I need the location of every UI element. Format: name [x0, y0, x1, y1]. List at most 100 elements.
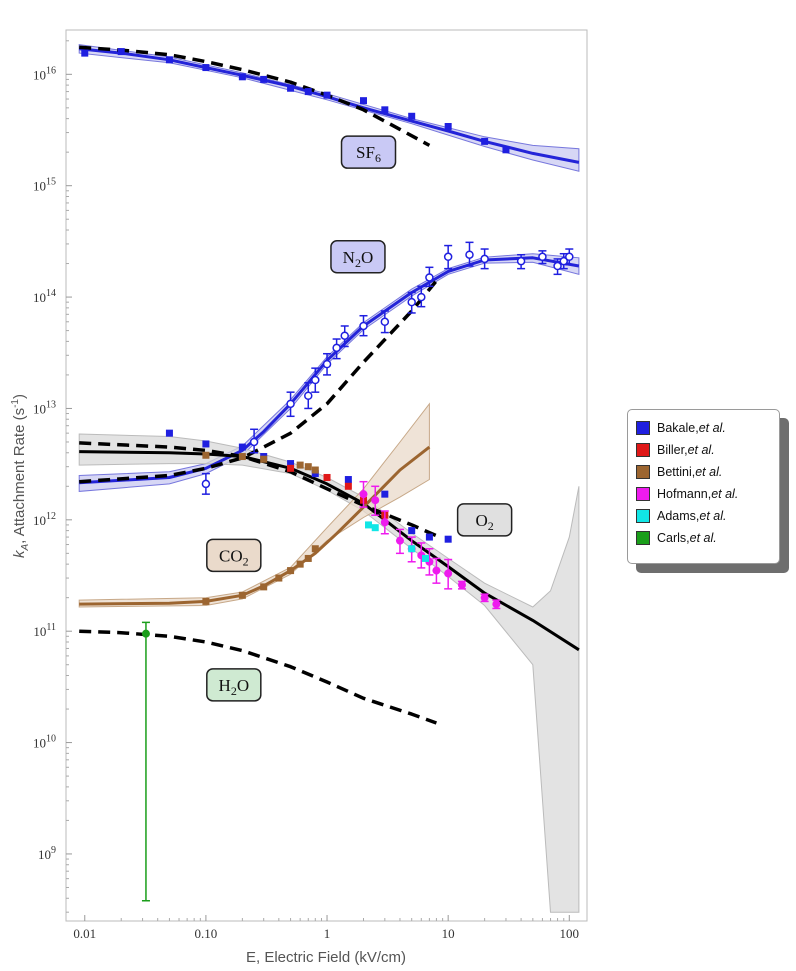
callout-sf6: SF6 [340, 135, 397, 169]
bakale-point [202, 64, 210, 72]
y-tick-label: 1010 [33, 734, 56, 751]
bakale-point [481, 137, 489, 145]
legend-swatch [636, 465, 650, 479]
legend-label: Adams, [657, 509, 700, 523]
open-circle-point [286, 399, 295, 409]
bettini-point [202, 451, 210, 459]
callout-box [340, 135, 397, 169]
callout-subscript: 2 [243, 554, 249, 568]
sf6-band [78, 44, 580, 172]
callout-label: SF6 [356, 143, 381, 165]
hofmann-point [480, 593, 489, 602]
y-tick-exponent: 14 [46, 288, 56, 299]
bakale-point [304, 88, 312, 96]
bakale-point [381, 490, 389, 498]
legend-item-carls: Carls, et al. [636, 527, 771, 549]
open-circle-point [249, 437, 259, 447]
callout-label: O2 [475, 511, 493, 533]
hofmann-point [371, 496, 380, 505]
callout-box [456, 503, 513, 537]
callout-label: CO2 [219, 546, 249, 568]
hofmann-point [492, 600, 501, 609]
adams-point [365, 521, 373, 529]
legend-suffix: et al. [711, 487, 739, 501]
y-tick-base: 10 [33, 67, 46, 82]
adams-point [371, 524, 379, 532]
open-circle-point [443, 252, 453, 262]
legend-swatch [636, 421, 650, 435]
callout-base: SF [356, 143, 375, 162]
bakale-point [238, 443, 246, 451]
bettini-point [311, 466, 319, 474]
bettini-point [260, 583, 268, 591]
bakale-point [444, 123, 452, 131]
x-tick-label: 1 [324, 926, 331, 941]
open-circle-point [559, 256, 569, 266]
y-tick-label: 1011 [33, 622, 56, 639]
callout-box [206, 668, 262, 702]
bakale-point [344, 476, 352, 484]
bettini-point [311, 545, 319, 553]
open-circle-point [380, 317, 390, 327]
bettini-point [238, 453, 246, 461]
legend-label: Bettini, [657, 465, 696, 479]
y-tick-base: 10 [33, 736, 46, 751]
bettini-point [202, 597, 210, 605]
y-axis-title-k: k [11, 549, 28, 558]
callout-label: H2O [219, 676, 250, 698]
y-tick-exponent: 16 [46, 65, 56, 76]
y-tick-base: 10 [33, 179, 46, 194]
callout-o2: O2 [456, 503, 513, 537]
legend-item-bakale: Bakale, et al. [636, 417, 771, 439]
callout-base: O [475, 511, 487, 530]
callout-box [330, 240, 386, 274]
x-tick-label: 100 [560, 926, 580, 941]
hofmann-point [457, 580, 466, 589]
sf6-fit-curve [79, 47, 580, 164]
o2-fit-curve [79, 450, 580, 652]
y-axis-title-sup: -1 [10, 399, 21, 408]
x-axis-title: E, Electric Field (kV/cm) [246, 949, 406, 966]
y-tick-base: 10 [33, 290, 46, 305]
callout-n2o: N2O [330, 240, 386, 274]
open-circle-point [359, 321, 368, 331]
legend-swatch [636, 509, 650, 523]
bettini-point [296, 560, 304, 568]
callout-co2: CO2 [206, 538, 262, 573]
plot-frame [65, 29, 588, 922]
bakale-point [323, 91, 331, 99]
co2-band [78, 402, 430, 608]
bakale-point [502, 146, 510, 154]
callout-subscript: 6 [375, 151, 381, 165]
legend-suffix: et al. [687, 443, 715, 457]
y-tick-base: 10 [33, 513, 46, 528]
legend-suffix: et al. [699, 509, 727, 523]
open-circle-point [417, 292, 426, 302]
hofmann-point [380, 518, 389, 527]
bakale-point [425, 533, 433, 541]
legend-swatch [636, 487, 650, 501]
y-tick-label: 109 [38, 845, 56, 862]
legend-item-adams: Adams, et al. [636, 505, 771, 527]
legend: Bakale, et al.Biller, et al.Bettini, et … [627, 409, 780, 564]
y-tick-base: 10 [33, 401, 46, 416]
bettini-point [287, 567, 295, 575]
bettini-point [260, 455, 268, 463]
bakale-point [202, 440, 210, 448]
open-circle-point [538, 252, 547, 262]
open-circle-point [311, 375, 320, 385]
adams-point [422, 554, 430, 562]
legend-label: Carls, [657, 531, 690, 545]
y-axis-title-close: ) [11, 394, 28, 399]
legend-suffix: et al. [695, 465, 723, 479]
callout-subscript: 2 [488, 519, 494, 533]
bakale-point [359, 97, 367, 105]
y-tick-label: 1014 [33, 288, 56, 305]
biller-point [287, 464, 295, 472]
callout-base: H [219, 676, 231, 695]
bakale-point [165, 56, 173, 64]
y-tick-exponent: 12 [46, 511, 56, 522]
y-tick-base: 10 [33, 624, 46, 639]
